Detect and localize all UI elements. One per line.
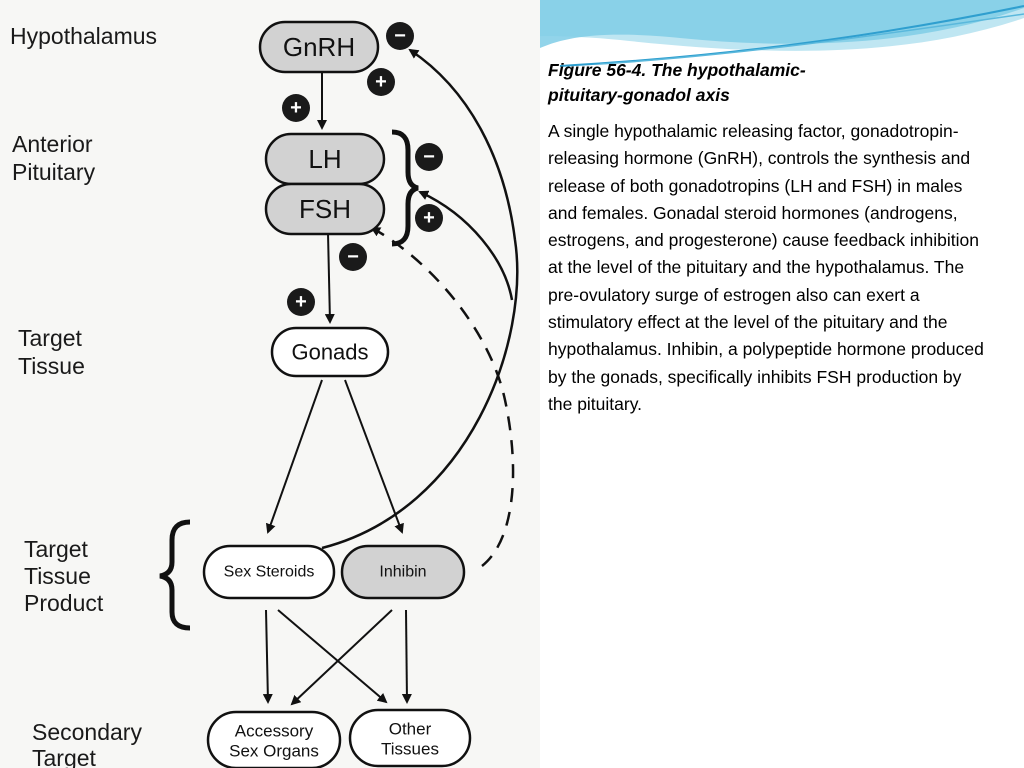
level-label-product-line2: Tissue bbox=[24, 563, 91, 589]
product-brace bbox=[159, 519, 191, 631]
feedback-steroids-to-hypothalamus bbox=[321, 48, 519, 550]
sign-plus-gnrh: + bbox=[367, 68, 395, 96]
level-label-anterior-line1: Anterior bbox=[12, 131, 93, 157]
sign-minus-gnrh: − bbox=[386, 22, 414, 50]
node-accessory-label-line2: Sex Organs bbox=[229, 742, 319, 761]
pituitary-feedback-brace bbox=[391, 129, 419, 247]
svg-text:+: + bbox=[375, 71, 387, 93]
node-gnrh: GnRH bbox=[258, 20, 380, 74]
arrow-steroids-to-other bbox=[277, 609, 388, 704]
svg-text:−: − bbox=[347, 246, 359, 268]
node-other-tissues: Other Tissues bbox=[348, 708, 472, 768]
description-paragraph: A single hypothalamic releasing factor, … bbox=[548, 121, 984, 414]
node-other-label-line2: Tissues bbox=[381, 740, 439, 759]
node-inhibin-label: Inhibin bbox=[379, 564, 426, 581]
level-label-target-line1: Target bbox=[18, 325, 83, 351]
node-inhibin: Inhibin bbox=[340, 544, 466, 600]
sign-minus-pituitary: − bbox=[415, 143, 443, 171]
svg-text:+: + bbox=[295, 291, 307, 313]
node-gnrh-label: GnRH bbox=[283, 32, 355, 62]
node-gonads: Gonads bbox=[270, 326, 390, 378]
svg-text:+: + bbox=[290, 97, 302, 119]
level-label-secondary-line2: Target bbox=[32, 745, 97, 768]
svg-text:+: + bbox=[423, 207, 435, 229]
text-panel: Figure 56-4. The hypothalamic- pituitary… bbox=[548, 58, 988, 418]
node-sex-steroids: Sex Steroids bbox=[202, 544, 336, 600]
arrow-steroids-to-accessory bbox=[262, 609, 273, 704]
hpg-axis-diagram: Hypothalamus Anterior Pituitary Target T… bbox=[10, 20, 519, 768]
node-gonads-label: Gonads bbox=[291, 340, 368, 365]
sign-minus-fsh-inhibin: − bbox=[339, 243, 367, 271]
feedback-steroids-to-pituitary bbox=[418, 190, 514, 301]
node-other-label-line1: Other bbox=[389, 720, 432, 739]
figure-caption-line1: Figure 56-4. The hypothalamic- bbox=[548, 60, 806, 80]
node-lh: LH bbox=[264, 132, 386, 186]
level-label-product-line3: Product bbox=[24, 590, 104, 616]
arrow-inhibin-to-accessory bbox=[290, 609, 393, 706]
node-accessory-label-line1: Accessory bbox=[235, 722, 314, 741]
node-fsh-label: FSH bbox=[299, 194, 351, 224]
node-fsh: FSH bbox=[264, 182, 386, 236]
level-label-target-line2: Tissue bbox=[18, 353, 85, 379]
sign-plus-pituitary: + bbox=[415, 204, 443, 232]
level-label-product-line1: Target bbox=[24, 536, 89, 562]
feedback-inhibin-to-fsh bbox=[370, 226, 515, 567]
node-lh-label: LH bbox=[308, 144, 341, 174]
figure-caption-line2: pituitary-gonadol axis bbox=[548, 85, 730, 105]
arrow-fsh-to-gonads bbox=[324, 232, 335, 324]
level-label-hypothalamus: Hypothalamus bbox=[10, 23, 157, 49]
sign-plus-gnrh-to-lh: + bbox=[282, 94, 310, 122]
svg-text:−: − bbox=[423, 146, 435, 168]
arrow-gonads-to-sex-steroids bbox=[265, 379, 323, 534]
svg-text:−: − bbox=[394, 25, 406, 47]
node-sex-steroids-label: Sex Steroids bbox=[224, 564, 315, 581]
node-accessory-sex-organs: Accessory Sex Organs bbox=[206, 710, 342, 768]
level-label-anterior-line2: Pituitary bbox=[12, 159, 96, 185]
arrow-gonads-to-inhibin bbox=[344, 379, 404, 534]
sign-plus-fsh-to-gonads: + bbox=[287, 288, 315, 316]
figure-caption: Figure 56-4. The hypothalamic- pituitary… bbox=[548, 58, 988, 108]
arrow-inhibin-to-other bbox=[401, 609, 412, 704]
level-label-secondary-line1: Secondary bbox=[32, 719, 142, 745]
